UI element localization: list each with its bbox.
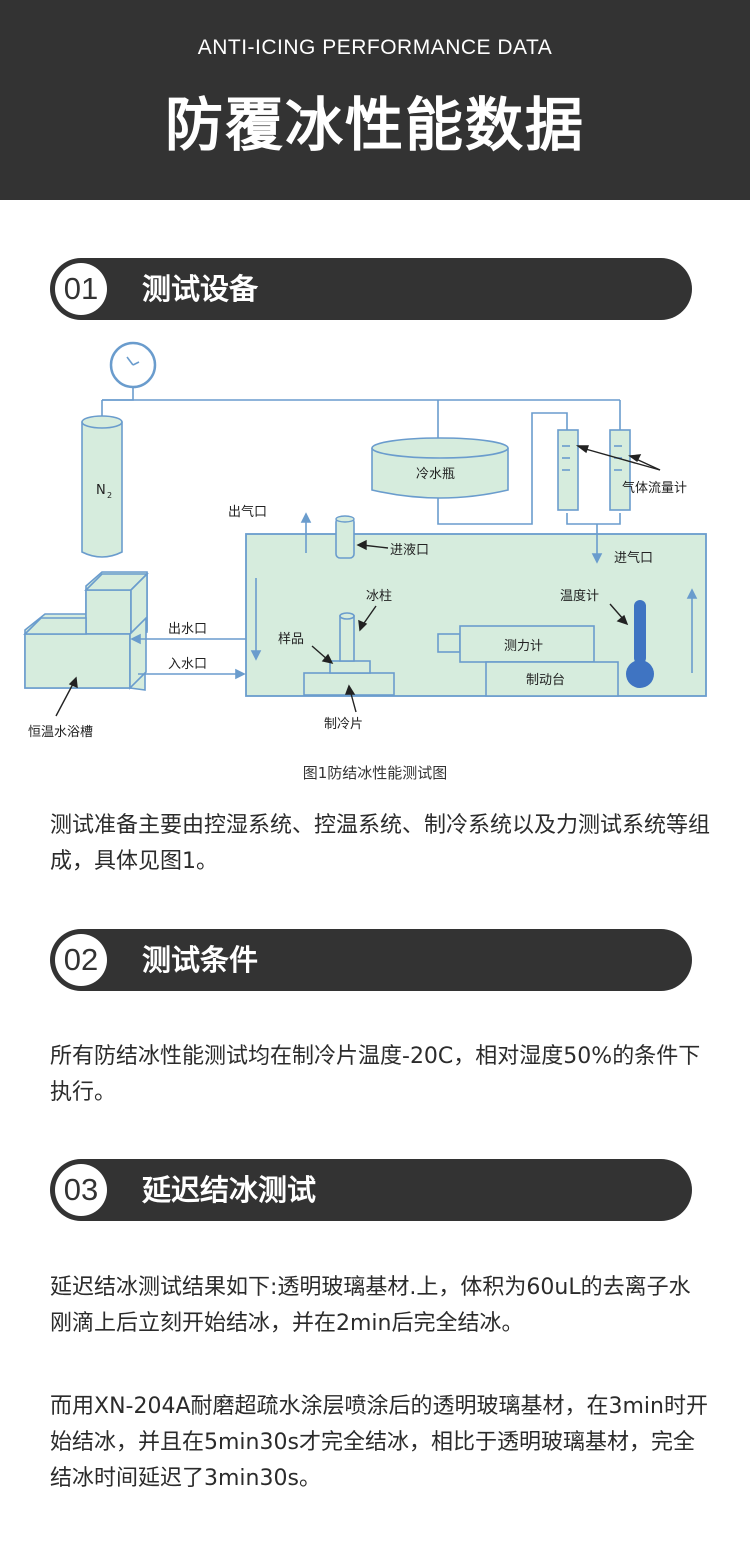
cold-water-bottle-label: 冷水瓶 <box>416 467 455 482</box>
test-apparatus-diagram: N 2 冷水瓶 气体流量计 出气口 <box>23 341 707 740</box>
section-header-conditions: 02 测试条件 <box>50 929 692 991</box>
thermostatic-bath-label: 恒温水浴槽 <box>28 725 93 740</box>
cooling-plate-label: 制冷片 <box>324 717 363 732</box>
sample-label: 样品 <box>278 632 304 647</box>
paragraph-conditions: 所有防结冰性能测试均在制冷片温度-20C，相对湿度50%的条件下执行。 <box>50 1044 701 1105</box>
header-subtitle: ANTI-ICING PERFORMANCE DATA <box>197 36 553 59</box>
section-number: 03 <box>55 1164 107 1216</box>
thermostatic-water-bath <box>23 571 149 691</box>
gas-flowmeters <box>557 429 631 511</box>
section-title: 测试设备 <box>142 272 259 306</box>
gas-outlet-label: 出气口 <box>228 504 267 520</box>
section-title: 测试条件 <box>142 943 259 977</box>
n2-subscript: 2 <box>107 491 112 500</box>
section-number: 01 <box>55 263 107 315</box>
figure-caption: 图1防结冰性能测试图 <box>302 764 448 782</box>
cold-water-bottle: 冷水瓶 <box>371 437 509 499</box>
n2-label: N <box>96 483 106 498</box>
dynamometer-label: 测力计 <box>504 639 543 654</box>
section-header-equipment: 01 测试设备 <box>50 258 692 320</box>
n2-cylinder: N 2 <box>81 415 123 558</box>
gas-flowmeter-label: 气体流量计 <box>622 480 687 496</box>
page-header: ANTI-ICING PERFORMANCE DATA 防覆冰性能数据 <box>0 0 750 200</box>
thermometer-label: 温度计 <box>560 588 599 604</box>
brake-stage-label: 制动台 <box>526 673 565 688</box>
section-header-delay-icing: 03 延迟结冰测试 <box>50 1159 692 1221</box>
ice-column-label: 冰柱 <box>366 589 392 604</box>
paragraph-delay-result-2: 而用XN-204A耐磨超疏水涂层喷涂后的透明玻璃基材，在3min时开始结冰，并且… <box>50 1394 708 1491</box>
liquid-inlet-tube <box>335 515 355 559</box>
paragraph-equipment: 测试准备主要由控湿系统、控温系统、制冷系统以及力测试系统等组成，具体见图1。 <box>50 813 711 874</box>
water-outlet-label: 出水口 <box>168 622 207 637</box>
paragraph-delay-result-1: 延迟结冰测试结果如下:透明玻璃基材.上，体积为60uL的去离子水刚滴上后立刻开始… <box>50 1275 691 1336</box>
section-number: 02 <box>55 934 107 986</box>
thermometer-icon <box>626 600 654 688</box>
gas-inlet-label: 进气口 <box>614 550 653 566</box>
liquid-inlet-label: 进液口 <box>390 543 429 558</box>
water-inlet-label: 入水口 <box>168 657 207 672</box>
page-title: 防覆冰性能数据 <box>164 91 585 159</box>
dynamometer-assembly <box>437 625 619 697</box>
ice-column-assembly <box>303 612 395 696</box>
section-title: 延迟结冰测试 <box>142 1173 317 1207</box>
